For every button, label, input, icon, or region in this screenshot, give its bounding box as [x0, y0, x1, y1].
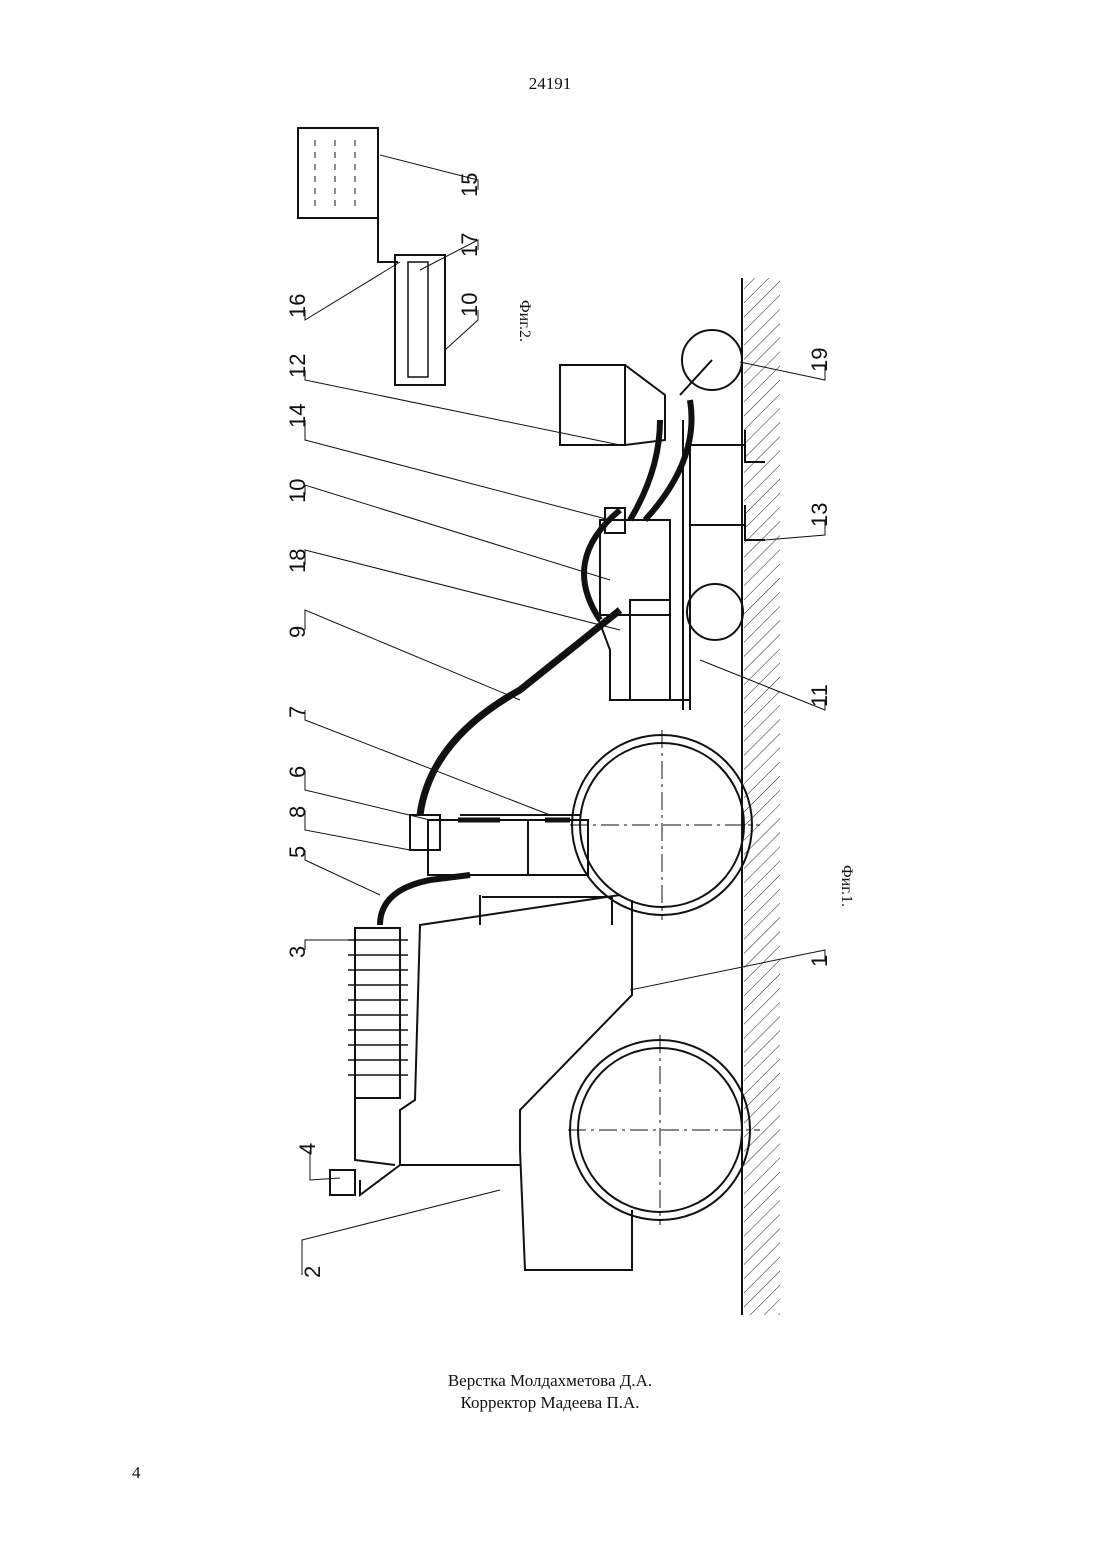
tractor: [330, 330, 765, 1270]
fig2-caption: Фиг.2.: [516, 300, 533, 342]
label-5: 5: [285, 846, 310, 858]
label-10-fig2: 10: [457, 293, 482, 317]
label-7: 7: [285, 706, 310, 718]
footer: Верстка Молдахметова Д.А. Корректор Маде…: [0, 1370, 1100, 1414]
layout-credit: Верстка Молдахметова Д.А.: [0, 1370, 1100, 1392]
label-12: 12: [285, 354, 310, 378]
fig1-caption: Фиг.1.: [838, 865, 855, 907]
label-6: 6: [285, 766, 310, 778]
label-13: 13: [807, 503, 832, 527]
label-3: 3: [285, 946, 310, 958]
label-1: 1: [807, 955, 832, 967]
proofreader-credit: Корректор Мадеева П.А.: [0, 1392, 1100, 1414]
label-10: 10: [285, 479, 310, 503]
figure-2: [298, 128, 445, 385]
label-18: 18: [285, 549, 310, 573]
label-8: 8: [285, 806, 310, 818]
label-9: 9: [285, 626, 310, 638]
page-number: 4: [132, 1463, 141, 1483]
label-19: 19: [807, 348, 832, 372]
label-11: 11: [807, 684, 832, 707]
label-2: 2: [300, 1266, 325, 1278]
label-15: 15: [457, 173, 482, 197]
exhaust-filter: [355, 928, 400, 1098]
label-17: 17: [457, 233, 482, 257]
label-16: 16: [285, 294, 310, 318]
label-14: 14: [285, 404, 310, 428]
label-4: 4: [295, 1143, 320, 1155]
